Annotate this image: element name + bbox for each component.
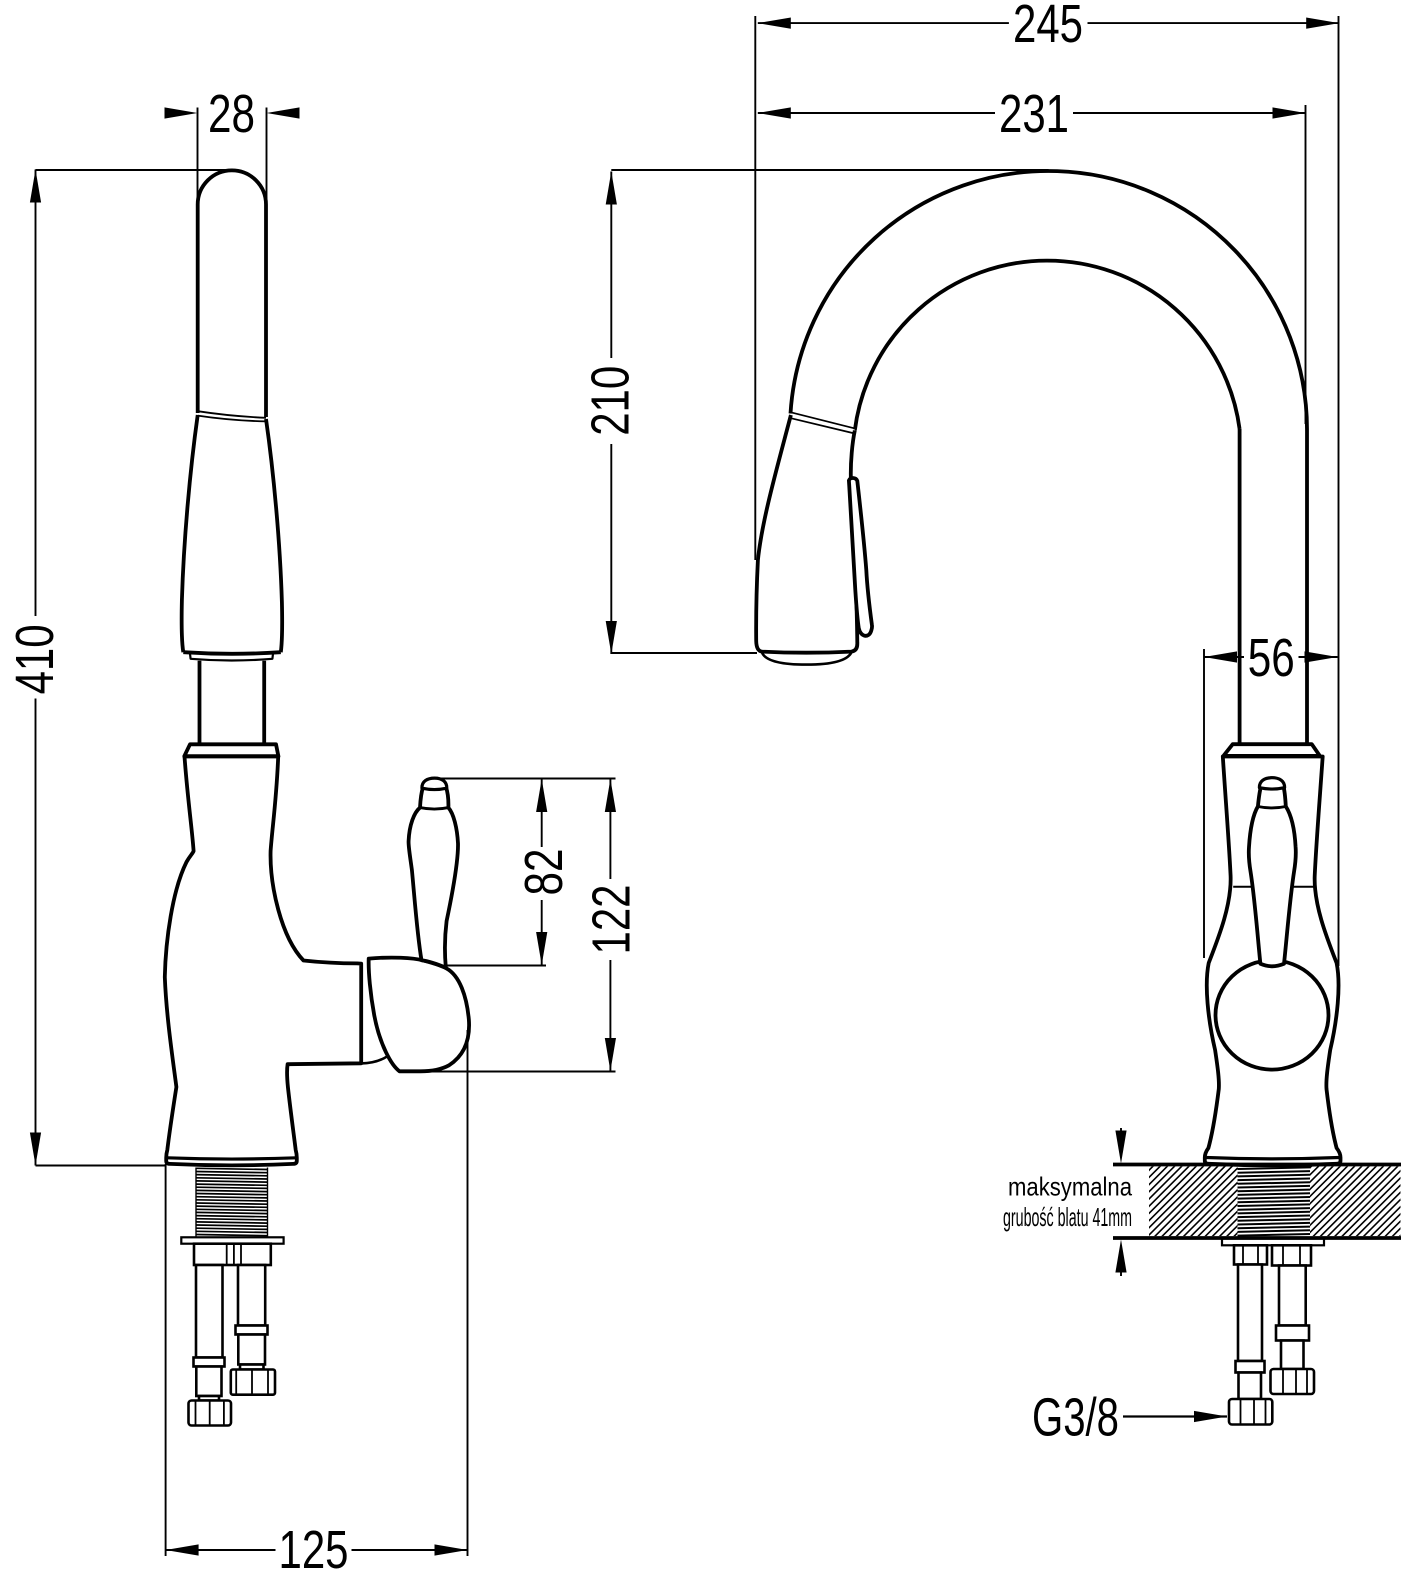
- svg-text:231: 231: [999, 84, 1069, 144]
- svg-text:410: 410: [5, 624, 65, 694]
- svg-text:210: 210: [581, 366, 641, 436]
- svg-text:82: 82: [514, 849, 574, 896]
- svg-text:56: 56: [1248, 628, 1295, 688]
- svg-text:G3/8: G3/8: [1032, 1388, 1119, 1448]
- svg-text:grubość blatu 41mm: grubość blatu 41mm: [1003, 1202, 1132, 1232]
- svg-text:maksymalna: maksymalna: [1008, 1171, 1132, 1201]
- svg-text:245: 245: [1013, 0, 1083, 54]
- svg-text:122: 122: [582, 885, 642, 955]
- svg-text:28: 28: [208, 84, 255, 144]
- svg-text:125: 125: [279, 1520, 349, 1577]
